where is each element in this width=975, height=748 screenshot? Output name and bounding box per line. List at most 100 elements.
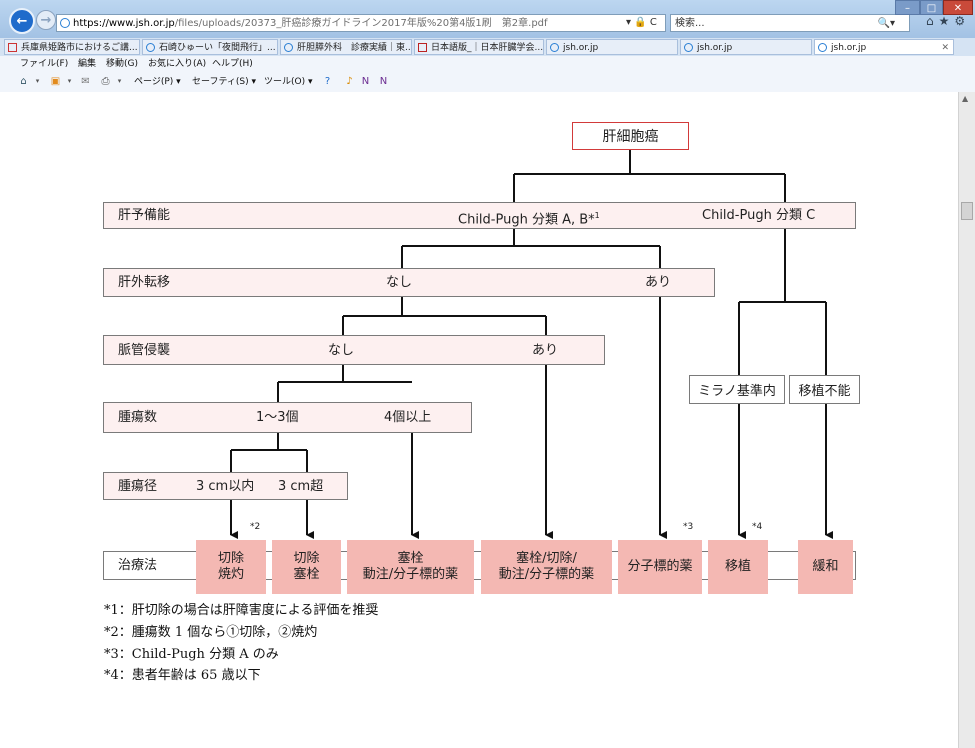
treatment-embolization-resection-hai-mtt: 塞栓/切除/動注/分子標的薬 <box>481 540 612 594</box>
favorites-star-icon[interactable]: ★ <box>938 14 955 28</box>
search-input[interactable]: 検索... 🔍▾ <box>670 14 910 32</box>
branch-yes: あり <box>532 343 559 358</box>
branch-no: なし <box>386 275 413 290</box>
branch-yes: あり <box>645 275 672 290</box>
footnote-mark-4: *4 <box>752 522 763 532</box>
search-icon[interactable]: 🔍▾ <box>877 18 895 29</box>
root-node-hcc: 肝細胞癌 <box>572 122 689 150</box>
ie-icon <box>284 43 293 52</box>
chevron-down-icon[interactable]: ▾ <box>117 77 122 85</box>
row-vascular-invasion: 脈管侵襲 なし あり <box>103 335 605 365</box>
treatment-transplant: 移植 <box>708 540 768 594</box>
row-tumor-count: 腫瘍数 1～3個 4個以上 <box>103 402 472 433</box>
scroll-up-arrow-icon[interactable]: ▲ <box>962 94 969 103</box>
onenote-icon[interactable]: N <box>361 76 370 87</box>
tab-2[interactable]: 石崎ひゅーい「夜間飛行」... <box>142 39 278 55</box>
tab-3[interactable]: 肝胆膵外科 診療実績｜東... <box>280 39 412 55</box>
tab-label: jsh.or.jp <box>697 43 733 53</box>
tab-6[interactable]: jsh.or.jp <box>680 39 812 55</box>
address-tools[interactable]: ▾ 🔒 C <box>626 17 657 28</box>
footnote-mark-2: *2 <box>250 522 261 532</box>
close-window-button[interactable]: ✕ <box>943 0 973 15</box>
ie-icon <box>684 43 693 52</box>
tab-label: jsh.or.jp <box>563 43 599 53</box>
search-placeholder: 検索... <box>675 18 705 29</box>
menu-file[interactable]: ファイル(F) <box>20 59 69 69</box>
ie-icon <box>550 43 559 52</box>
no-transplant-box: 移植不能 <box>789 375 860 404</box>
browser-titlebar: ← → https://www.jsh.or.jp/files/uploads/… <box>0 0 975 39</box>
tab-label: 兵庫県姫路市におけるご講... <box>21 43 138 53</box>
treatment-resection-ablation: 切除焼灼 <box>196 540 266 594</box>
footnote-3: *3：Child-Pugh 分類 A のみ <box>104 647 279 662</box>
branch-1-to-3: 1～3個 <box>256 410 299 425</box>
footnote-2: *2：腫瘍数 1 個なら①切除，②焼灼 <box>104 625 318 640</box>
ie-icon <box>818 43 827 52</box>
row-label: 腫瘍数 <box>118 410 158 425</box>
address-bar[interactable]: https://www.jsh.or.jp/files/uploads/2037… <box>56 14 666 32</box>
treatment-line2: 塞栓 <box>293 567 320 582</box>
tab-5[interactable]: jsh.or.jp <box>546 39 678 55</box>
treatment-line1: 切除 <box>217 551 244 566</box>
onenote-send-icon[interactable]: N <box>379 76 388 87</box>
forward-button[interactable]: → <box>36 10 56 30</box>
treatment-line1: 塞栓/切除/ <box>516 551 577 566</box>
row-tumor-size: 腫瘍径 3 cm以内 3 cm超 <box>103 472 348 500</box>
treatment-embolization-hai-mtt: 塞栓動注/分子標的薬 <box>347 540 474 594</box>
tools-menu[interactable]: ツール(O) ▾ <box>264 77 313 87</box>
research-icon[interactable]: ♪ <box>346 76 353 87</box>
gear-icon[interactable]: ⚙ <box>954 14 971 28</box>
back-button[interactable]: ← <box>9 8 35 34</box>
treatment-palliative: 緩和 <box>798 540 853 594</box>
scroll-thumb[interactable] <box>961 202 973 220</box>
gmail-icon <box>8 43 17 52</box>
menu-favorites[interactable]: お気に入り(A) <box>148 59 207 69</box>
menu-edit[interactable]: 編集 <box>78 59 97 69</box>
vertical-scrollbar[interactable]: ▲ <box>958 92 975 748</box>
treatment-line2: 動注/分子標的薬 <box>362 567 459 582</box>
tab-4[interactable]: 日本語版_｜日本肝臓学会... <box>414 39 544 55</box>
treatment-line1: 移植 <box>724 559 751 574</box>
mail-icon[interactable]: ✉ <box>81 76 90 87</box>
footnote-mark-3: *3 <box>683 522 694 532</box>
branch-child-pugh-ab: Child-Pugh 分類 A, B*1 <box>458 208 600 228</box>
menu-help[interactable]: ヘルプ(H) <box>212 59 253 69</box>
ie-page-icon <box>60 18 70 28</box>
rss-feed-icon[interactable]: ▣ <box>50 76 61 87</box>
tab-1[interactable]: 兵庫県姫路市におけるご講... <box>4 39 140 55</box>
treatment-line2: 焼灼 <box>217 567 244 582</box>
tab-label: 日本語版_｜日本肝臓学会... <box>431 43 544 53</box>
toolbar-icons: ⌂★⚙ <box>926 14 970 28</box>
safety-menu[interactable]: セーフティ(S) ▾ <box>192 77 257 87</box>
chevron-down-icon[interactable]: ▾ <box>67 77 72 85</box>
treatment-resection-embolization: 切除塞栓 <box>272 540 341 594</box>
address-host: https://www.jsh.or.jp <box>73 18 175 29</box>
branch-no: なし <box>328 343 355 358</box>
address-path: /files/uploads/20373_肝癌診療ガイドライン2017年版%20… <box>174 18 548 29</box>
ie-icon <box>146 43 155 52</box>
row-liver-reserve: 肝予備能 Child-Pugh 分類 A, B*1 Child-Pugh 分類 … <box>103 202 856 229</box>
row-label: 腫瘍径 <box>118 479 158 494</box>
maximize-button[interactable]: □ <box>920 0 943 15</box>
home-command-icon[interactable]: ⌂ <box>20 76 27 87</box>
footnote-4: *4：患者年齢は 65 歳以下 <box>104 668 261 683</box>
tab-7-active[interactable]: jsh.or.jp✕ <box>814 39 954 55</box>
chevron-down-icon[interactable]: ▾ <box>35 77 40 85</box>
treatment-molecular-targeted: 分子標的薬 <box>618 540 702 594</box>
treatment-line1: 切除 <box>293 551 320 566</box>
footnote-ref: 1 <box>594 211 600 220</box>
home-icon[interactable]: ⌂ <box>926 14 939 28</box>
branch-child-pugh-c: Child-Pugh 分類 C <box>702 208 816 223</box>
minimize-button[interactable]: – <box>895 0 920 15</box>
help-icon[interactable]: ? <box>324 76 331 87</box>
page-menu[interactable]: ページ(P) ▾ <box>134 77 181 87</box>
treatment-line1: 分子標的薬 <box>627 559 693 574</box>
close-tab-icon[interactable]: ✕ <box>941 43 949 53</box>
row-label: 肝外転移 <box>118 275 171 290</box>
branch-4-or-more: 4個以上 <box>384 410 432 425</box>
menu-go[interactable]: 移動(G) <box>106 59 138 69</box>
row-label: 治療法 <box>118 558 158 573</box>
branch-ab-text: Child-Pugh 分類 A, B* <box>458 212 595 228</box>
print-icon[interactable]: ⎙ <box>101 76 110 87</box>
